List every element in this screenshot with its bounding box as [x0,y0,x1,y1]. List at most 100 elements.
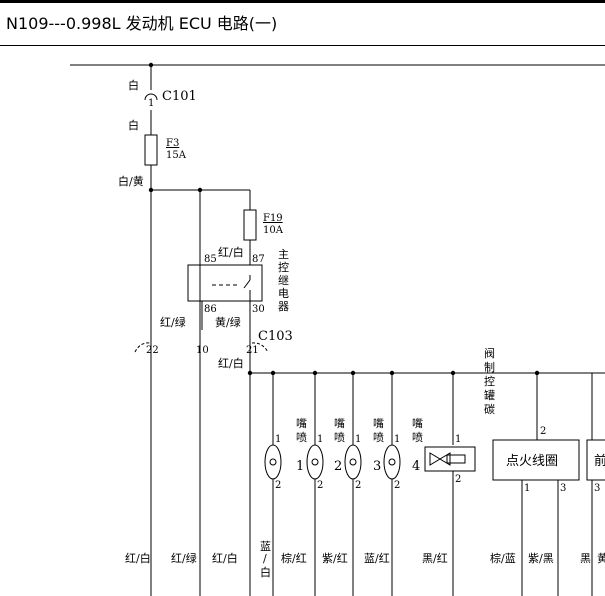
c103-pin: 10 [196,345,209,356]
bottom-wire-label: / [263,552,267,565]
wire-color-label: 白/黄 [118,174,144,188]
junction-dot [197,187,203,193]
injector-number: 3 [373,459,381,474]
title-rule [0,45,605,46]
fuse-f19-rating: 10A [263,225,284,236]
valve-coil-icon [446,454,466,464]
injector-2-core [311,458,319,466]
bottom-wire-label: 蓝/红 [364,552,390,565]
page-title: N109---0.998L 发动机 ECU 电路(一) [6,14,278,33]
injector-label: 嘴 [412,417,423,430]
bottom-wire-label: 蓝 [260,540,271,553]
partial-module-label: 前 [594,453,605,469]
injector-pin: 1 [275,434,281,445]
junction-dot [270,370,276,376]
ignition-coil-box [492,439,580,481]
fuse-f3-symbol [144,134,158,166]
bottom-wire-label: 黄 [597,551,605,565]
junction-dot [350,370,356,376]
injector-label: 嘴 [334,417,345,430]
bottom-wire-label: 红/绿 [171,551,197,565]
ignition-pin: 1 [524,483,530,494]
c103-label: C103 [258,329,293,344]
bottom-wire-label: 紫/红 [322,552,348,565]
relay-name-char: 控 [278,260,289,274]
bottom-wire-label: 白 [260,565,271,579]
canister-label-char: 阀 [484,346,495,360]
relay-name-char: 电 [278,287,289,300]
canister-label-char: 制 [484,361,495,374]
injector-pin: 1 [317,434,323,445]
relay-pin-30: 30 [252,304,265,315]
relay-pin-87: 87 [252,254,265,265]
fuse-f19-symbol [243,209,257,241]
bottom-wire-label: 紫/黑 [528,552,554,565]
canister-label-char: 罐 [484,389,495,402]
ignition-pin: 2 [540,426,546,437]
junction-dot [312,370,318,376]
relay-name-char: 继 [278,274,289,287]
junction-dot [534,370,540,376]
injector-label: 喷 [296,431,307,444]
injector-1-symbol [264,444,282,480]
main-relay-box [187,264,263,302]
bottom-wire-label: 棕/蓝 [490,551,516,565]
fuse-f3-name: F3 [166,138,179,149]
relay-switch [243,279,251,289]
junction-dot [389,370,395,376]
canister-pin: 1 [455,434,461,445]
canister-valve-box [424,446,476,472]
c101-label: C101 [162,89,197,104]
relay-pin-85: 85 [204,254,217,265]
relay-wire-color: 红/白 [218,245,244,259]
bottom-wire-label: 棕/红 [281,551,307,565]
wire-color-label: 白 [128,78,139,92]
valve-icon [429,452,451,466]
injector-number: 1 [296,459,304,474]
ignition-pin: 3 [560,483,566,494]
partial-module-box [586,439,605,481]
injector-label: 喷 [334,431,345,444]
injector-4-core [388,458,396,466]
injector-pin: 2 [355,480,361,491]
relay-pin-86: 86 [204,304,217,315]
injector-number: 4 [412,459,420,474]
c103-pin: 22 [146,345,159,356]
injector-label: 喷 [412,431,423,444]
wire-color-label: 白 [128,118,139,132]
c103-wire-color: 红/白 [218,356,244,370]
injector-pin: 2 [275,480,281,491]
junction-dot [148,62,154,68]
junction-dot [148,187,154,193]
injector-pin: 1 [394,434,400,445]
c103-pin: 21 [246,345,259,356]
fuse-f19-name: F19 [263,213,283,224]
injector-4-symbol [383,444,401,480]
fuse-f3-rating: 15A [166,150,187,161]
bottom-wire-label: 红/白 [125,551,151,565]
injector-number: 2 [334,459,342,474]
injector-2-symbol [306,444,324,480]
c101-connector-symbol [144,93,158,101]
c101-pin-label: 1 [148,98,154,109]
injector-label: 嘴 [373,417,384,430]
ignition-pin: 3 [594,483,600,494]
junction-dot [450,370,456,376]
relay-left-wire: 红/绿 [160,315,186,329]
relay-right-wire: 黄/绿 [215,315,241,329]
injector-label: 嘴 [296,417,307,430]
relay-name-char: 主 [278,248,289,261]
injector-1-core [269,458,277,466]
injector-pin: 2 [394,480,400,491]
injector-pin: 1 [355,434,361,445]
bottom-wire-label: 红/白 [212,551,238,565]
injector-label: 喷 [373,431,384,444]
injector-3-core [349,458,357,466]
bottom-wire-label: 黑 [580,552,591,565]
bottom-wire-label: 黑/红 [422,552,448,565]
ignition-coil-label: 点火线圈 [506,454,558,469]
injector-pin: 2 [317,480,323,491]
injector-3-symbol [344,444,362,480]
canister-pin: 2 [455,474,461,485]
c103-connector-symbol [134,342,269,353]
